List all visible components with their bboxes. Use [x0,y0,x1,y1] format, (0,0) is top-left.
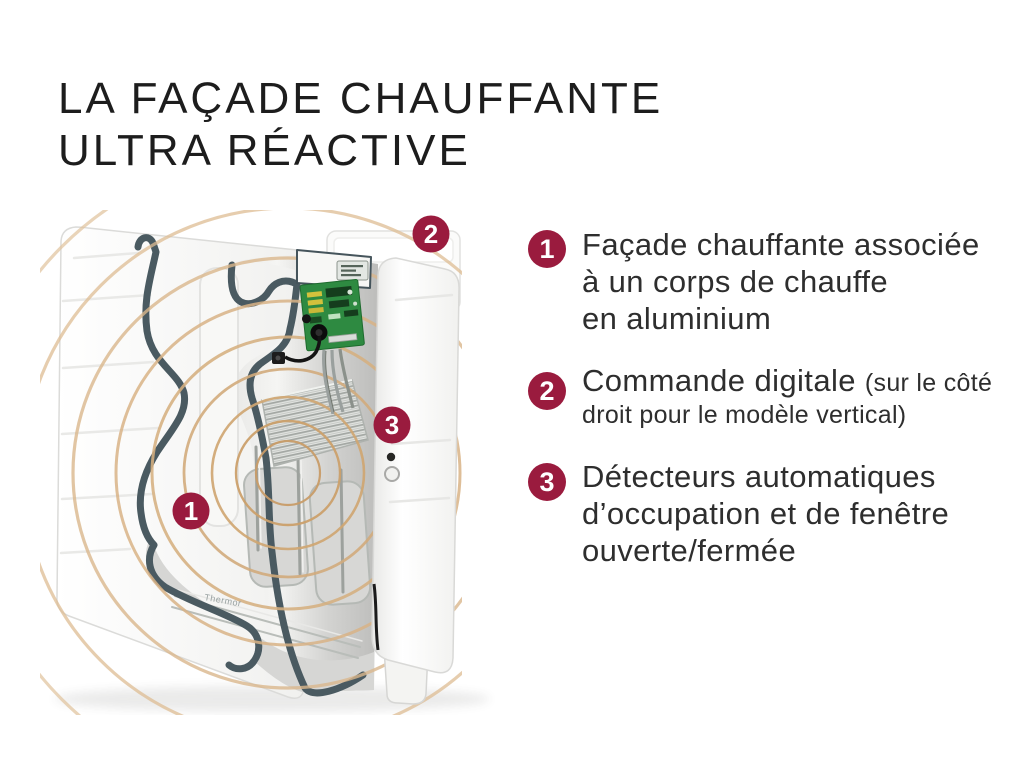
legend-line: en aluminium [582,301,772,336]
legend-badge-2: 2 [528,372,566,410]
facade-cut-edge-middle [227,261,367,697]
heat-wave-ring [254,439,322,507]
legend-badge-3: 3 [528,463,566,501]
legend-text-2: Commande digitale (sur le côté droit pou… [582,364,992,431]
legend-line: Façade chauffante associée [582,227,980,262]
callout-badge-1: 1 [172,492,210,530]
sensor-wires [322,348,355,415]
heat-wave-ring [114,299,462,647]
legend-item-commande: 2 Commande digitale (sur le côté droit p… [528,364,992,431]
occupancy-sensor-dot [386,452,396,462]
heat-wave-ring [71,256,462,690]
radiator-diagram: Thermor 1 2 3 [40,210,520,715]
legend-main-label: Commande digitale [582,363,856,398]
heat-wave-ring [210,395,366,551]
bottom-cable [372,583,380,651]
callout-badge-2: 2 [412,215,450,253]
title-line-1: LA FAÇADE CHAUFFANTE [58,74,664,123]
heat-wave-ring [234,419,342,527]
legend-item-detecteurs: 3 Détecteurs automatiques d’occupation e… [528,458,949,569]
legend-badge-1: 1 [528,230,566,268]
legend-text-1: Façade chauffante associée à un corps de… [582,226,980,337]
callout-badge-number: 2 [424,219,438,249]
radiator-cutaway-illustration: Thermor 1 2 3 [40,210,490,715]
legend-line: ouverte/fermée [582,533,797,568]
power-cable [272,335,322,364]
title-line-2: ULTRA RÉACTIVE [58,126,471,175]
callout-badge-number: 3 [385,410,399,440]
legend-note-start: (sur le côté [864,369,993,397]
page-title: LA FAÇADE CHAUFFANTE ULTRA RÉACTIVE [58,73,663,177]
legend-item-facade: 1 Façade chauffante associée à un corps … [528,226,980,337]
callout-badge-3: 3 [373,406,411,444]
legend-line: d’occupation et de fenêtre [582,496,950,531]
control-head [296,249,372,289]
legend-line: à un corps de chauffe [582,264,888,299]
pcb-components [301,285,359,344]
callout-badge-number: 1 [184,496,198,526]
circuit-board [299,278,365,352]
window-sensor-dot [384,466,400,482]
legend-line: Commande digitale (sur le côté [582,364,992,400]
legend-note-end: droit pour le modèle vertical) [582,401,907,429]
column-grooves [388,293,454,504]
inner-bottom-panel [145,537,374,692]
legend-line: Détecteurs automatiques [582,459,936,494]
side-column [371,257,460,674]
legend-text-3: Détecteurs automatiques d’occupation et … [582,458,949,569]
facade-cut-edge-left [134,234,263,673]
